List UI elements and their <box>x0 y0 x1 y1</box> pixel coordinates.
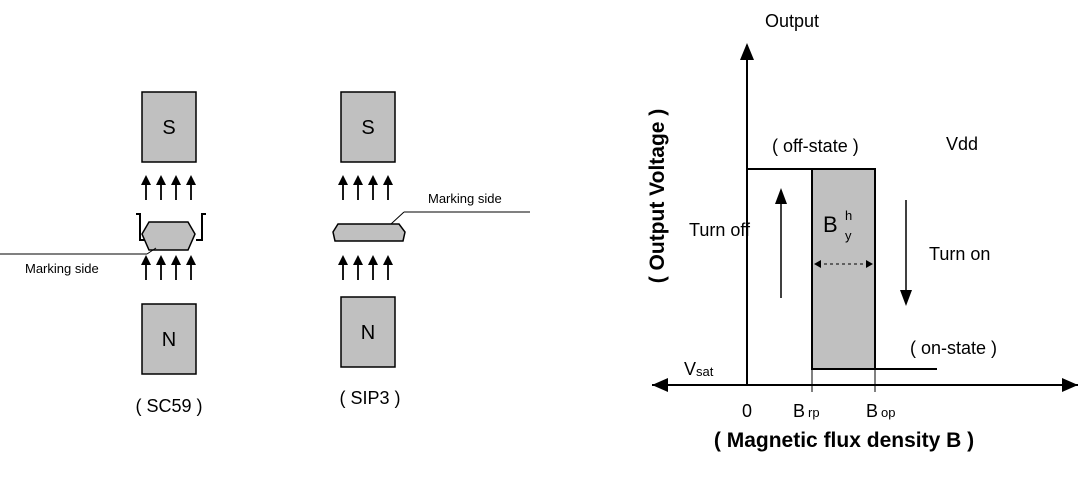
x-axis-label: ( Magnetic flux density B ) <box>714 429 974 452</box>
y-axis-label: ( Output Voltage ) <box>646 109 669 284</box>
sip3-caption: ( SIP3 ) <box>339 388 400 408</box>
sip3-assembly: S Marking side N ( SIP3 ) <box>332 91 530 408</box>
sc59-upper-flux-arrows <box>141 175 196 200</box>
vsat-label: Vsat <box>684 359 714 379</box>
bhy-label-main: B <box>823 212 838 237</box>
turn-on-label: Turn on <box>929 244 990 264</box>
sc59-caption: ( SC59 ) <box>135 396 202 416</box>
sip3-s-label: S <box>361 117 374 139</box>
sc59-n-label: N <box>162 329 176 351</box>
vdd-label: Vdd <box>946 134 978 154</box>
sip3-marking-leader <box>390 211 405 225</box>
bhy-label-sup: h <box>845 208 852 223</box>
sc59-assembly: S Marking side N ( SC59 ) <box>0 91 206 416</box>
off-state-label: ( off-state ) <box>772 136 859 156</box>
hysteresis-plot: Output ( Output Voltage ) ( Magnetic flu… <box>646 11 1078 452</box>
sip3-package <box>332 223 406 242</box>
sc59-lower-flux-arrows <box>141 255 196 280</box>
sip3-lower-flux-arrows <box>338 255 393 280</box>
sc59-s-magnet <box>141 91 197 163</box>
bhy-label-sub: y <box>845 228 852 243</box>
sc59-n-magnet <box>141 303 197 375</box>
hysteresis-band <box>811 168 876 370</box>
sip3-n-magnet <box>340 296 396 368</box>
y-axis-title: Output <box>765 11 819 31</box>
x-tick-zero: 0 <box>742 401 752 421</box>
sc59-marking-label: Marking side <box>25 261 99 276</box>
x-axis-arrow-right <box>1062 378 1078 392</box>
sip3-upper-flux-arrows <box>338 175 393 200</box>
x-axis-arrow-left <box>652 378 668 392</box>
sip3-marking-label: Marking side <box>428 191 502 206</box>
sip3-n-label: N <box>361 322 375 344</box>
sc59-package <box>136 213 206 251</box>
sc59-s-label: S <box>162 117 175 139</box>
sip3-s-magnet <box>340 91 396 163</box>
turn-off-label: Turn off <box>689 220 751 240</box>
y-axis-arrow <box>740 43 754 60</box>
on-state-label: ( on-state ) <box>910 338 997 358</box>
